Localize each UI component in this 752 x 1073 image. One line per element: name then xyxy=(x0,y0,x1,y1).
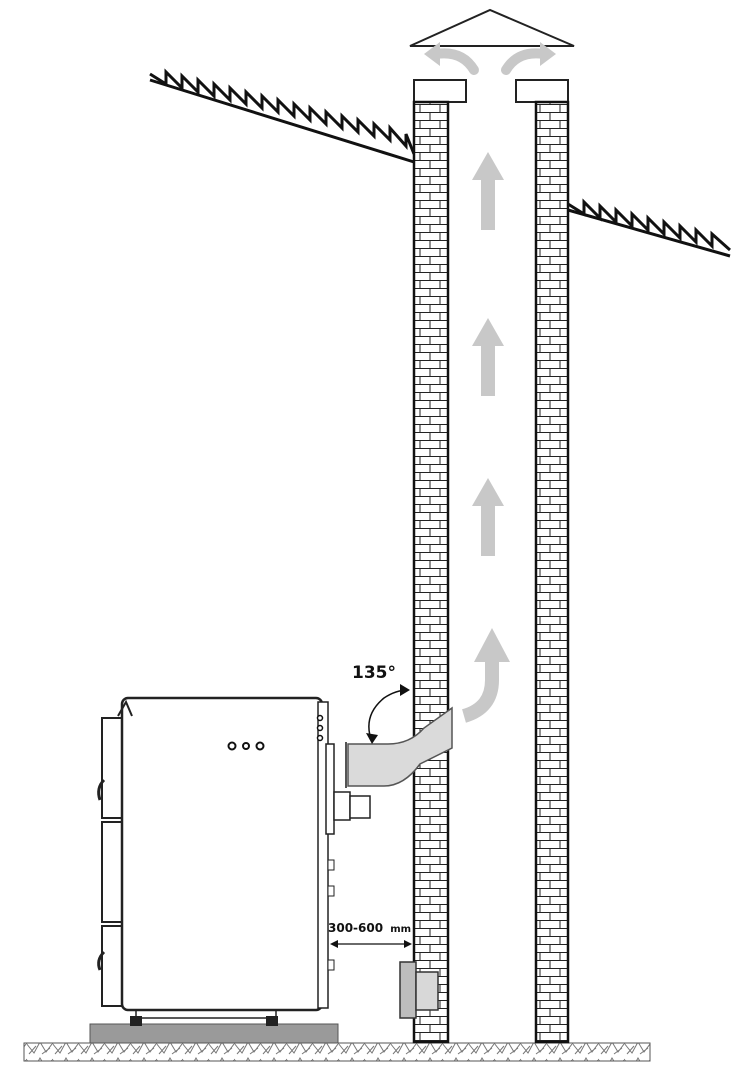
exhaust-arrows xyxy=(424,42,556,75)
distance-unit: mm xyxy=(390,924,411,935)
angle-label: 135° xyxy=(352,663,396,683)
chimney-cap xyxy=(409,8,575,103)
distance-dimension xyxy=(330,940,412,948)
chimney-cleanout-door xyxy=(399,961,439,1019)
flow-arrow-up xyxy=(472,152,504,556)
roof-right xyxy=(567,198,731,258)
ground-strip xyxy=(23,1042,651,1062)
distance-label: 300-600 mm xyxy=(328,921,411,935)
flow-arrow-curved xyxy=(461,628,510,723)
distance-value: 300-600 xyxy=(328,921,383,935)
roof-left xyxy=(149,68,416,164)
flue-pipe xyxy=(345,706,453,788)
boiler-floor-base xyxy=(89,1023,339,1044)
angle-indicator xyxy=(366,684,410,744)
chimney-wall-right xyxy=(534,100,570,1044)
chimney-wall-left xyxy=(412,100,450,1044)
boiler xyxy=(97,696,371,1012)
